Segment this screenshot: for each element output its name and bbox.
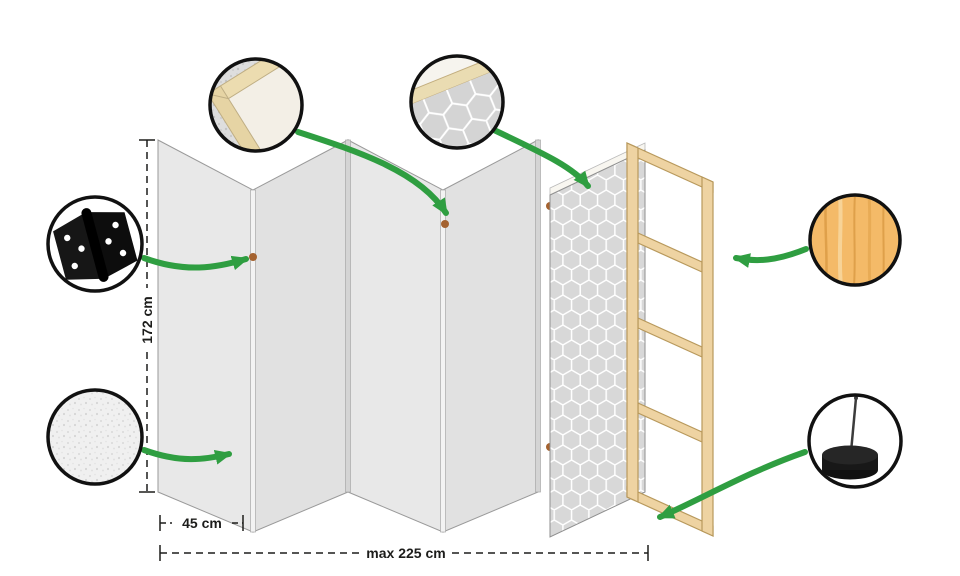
hinge-pin-dot xyxy=(441,220,449,228)
callout-wood-texture xyxy=(808,193,902,287)
hinge-icon xyxy=(53,208,138,282)
dimension-panel-width xyxy=(159,515,244,531)
ladder-left-rail xyxy=(626,142,639,503)
max-width-label: max 225 cm xyxy=(366,545,445,561)
arrow-corner-to-panel xyxy=(295,129,449,216)
callout-pattern-corner xyxy=(409,54,505,150)
pattern-corner-icon xyxy=(412,57,502,147)
arrow-hinge-to-fold xyxy=(141,255,250,271)
wooden-ladder-frame xyxy=(626,142,714,537)
callout-frame-corner xyxy=(208,57,304,153)
ladder-rung xyxy=(637,317,703,358)
ladder-right-rail xyxy=(701,176,714,537)
ladder-rung xyxy=(637,232,703,273)
arrow-foot-to-base xyxy=(657,449,808,520)
height-label: 172 cm xyxy=(139,296,155,343)
dimension-max-width xyxy=(159,545,649,561)
fold-edge xyxy=(440,189,446,533)
folding-screen xyxy=(157,139,554,533)
callout-stand-foot xyxy=(807,393,903,489)
ladder-rung xyxy=(637,402,703,443)
callout-arrows xyxy=(141,127,809,520)
fold-edge xyxy=(250,189,256,533)
panel-4 xyxy=(442,139,539,533)
canvas-texture-icon xyxy=(49,391,141,483)
dimension-height xyxy=(139,139,155,493)
arrow-canvas-to-panel xyxy=(141,447,233,465)
arrow-wood-to-ladder xyxy=(732,246,809,268)
panel-2 xyxy=(252,139,349,533)
patterned-panel-face xyxy=(549,149,646,538)
panel-width-label: 45 cm xyxy=(182,515,222,531)
panel-1 xyxy=(157,139,254,533)
fold-edge xyxy=(535,139,541,493)
stand-foot-icon xyxy=(822,396,878,480)
panel-3 xyxy=(347,139,444,533)
arrow-pattern-to-panel xyxy=(491,127,591,189)
frame-corner-icon xyxy=(211,60,301,150)
fold-edge xyxy=(345,139,351,493)
callout-canvas-texture xyxy=(46,388,144,486)
callout-hinge xyxy=(46,195,144,293)
hinge-pin-dot xyxy=(249,253,257,261)
